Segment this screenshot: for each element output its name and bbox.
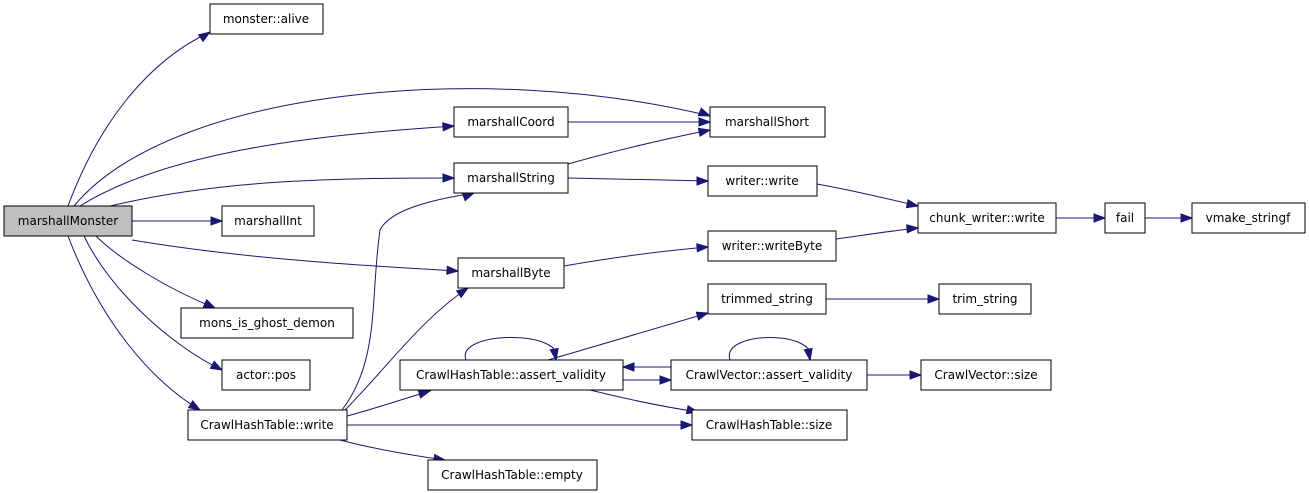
- node-label-chunk-writer-write: chunk_writer::write: [929, 211, 1045, 225]
- node-label-trim-string: trim_string: [952, 292, 1017, 306]
- node-label-writer-writeByte: writer::writeByte: [722, 239, 823, 253]
- node-label-actor-pos: actor::pos: [236, 368, 296, 382]
- nodes: marshallMonster monster::alive marshallS…: [3, 3, 1306, 491]
- edge-marshallMonster-marshallCoord: [79, 125, 455, 207]
- node-marshallInt[interactable]: marshallInt: [221, 205, 315, 237]
- edge-hashwrite-marshallByte-arrowhead: [455, 287, 470, 299]
- edge-marshallString-marshallShort-arrowhead: [697, 127, 712, 138]
- edge-marshallMonster-crawlhashtable-write-arrowhead: [187, 399, 202, 411]
- edge-marshallMonster-marshallString: [109, 177, 455, 207]
- edge-writer-write-chunk-writer-write: [816, 183, 919, 207]
- edge-marshallMonster-marshallShort: [73, 88, 711, 207]
- edge-writer-writeByte-chunk-writer-write: [835, 227, 919, 240]
- edge-marshallString-writer-write-arrowhead: [696, 176, 710, 186]
- edge-marshallMonster-mons-is-ghost-demon: [95, 235, 216, 309]
- edge-trimmed-string-trim-string-arrowhead: [927, 294, 941, 304]
- edge-writer-write-chunk-writer-write-arrowhead: [905, 198, 920, 209]
- node-marshallShort[interactable]: marshallShort: [709, 106, 826, 138]
- edge-marshallMonster-actor-pos-arrowhead: [209, 360, 224, 371]
- node-marshallByte[interactable]: marshallByte: [457, 257, 565, 289]
- node-crawlhashtable-assert-validity[interactable]: CrawlHashTable::assert_validity: [399, 359, 624, 391]
- node-label-writer-write: writer::write: [725, 174, 798, 188]
- node-writer-writeByte[interactable]: writer::writeByte: [707, 230, 837, 262]
- node-marshallMonster[interactable]: marshallMonster: [3, 205, 133, 237]
- edge-chunk-writer-write-fail-arrowhead: [1093, 213, 1107, 223]
- node-label-crawlhashtable-assert-validity: CrawlHashTable::assert_validity: [416, 368, 606, 382]
- node-label-marshallCoord: marshallCoord: [467, 115, 554, 129]
- node-writer-write[interactable]: writer::write: [707, 165, 818, 197]
- node-label-crawlhashtable-write: CrawlHashTable::write: [200, 418, 333, 432]
- edge-marshallMonster-mons-is-ghost-demon-arrowhead: [202, 298, 217, 309]
- node-label-crawlhashtable-size: CrawlHashTable::size: [706, 418, 832, 432]
- edges: [67, 31, 1192, 461]
- node-label-fail: fail: [1116, 211, 1134, 225]
- node-chunk-writer-write[interactable]: chunk_writer::write: [917, 202, 1057, 234]
- edge-hash-assert-trimmed-string-arrowhead: [695, 311, 710, 321]
- edge-marshallString-marshallShort: [567, 129, 711, 165]
- node-vmake-stringf[interactable]: vmake_stringf: [1191, 202, 1306, 234]
- edge-hash-assert-crawlhashtable-size: [589, 389, 699, 413]
- edge-marshallMonster-crawlhashtable-write: [67, 235, 201, 411]
- node-crawlvector-size[interactable]: CrawlVector::size: [920, 359, 1052, 391]
- node-monster-alive[interactable]: monster::alive: [209, 3, 324, 35]
- node-crawlhashtable-write[interactable]: CrawlHashTable::write: [187, 409, 348, 441]
- edge-fail-vmake-stringf-arrowhead: [1180, 213, 1194, 223]
- edge-marshallCoord-marshallShort-arrowhead: [698, 117, 712, 127]
- node-label-crawlvector-assert-validity: CrawlVector::assert_validity: [686, 368, 853, 382]
- node-fail[interactable]: fail: [1104, 202, 1146, 234]
- node-crawlhashtable-size[interactable]: CrawlHashTable::size: [691, 409, 848, 441]
- node-label-crawlvector-size: CrawlVector::size: [934, 368, 1037, 382]
- edge-marshallMonster-marshallCoord-arrowhead: [442, 122, 456, 132]
- node-label-marshallInt: marshallInt: [234, 214, 302, 228]
- edge-hash-assert-trimmed-string: [547, 312, 709, 361]
- edge-hash-assert-self-loop-arrowhead: [549, 347, 559, 362]
- node-trimmed-string[interactable]: trimmed_string: [707, 283, 827, 315]
- edge-marshallMonster-marshallByte-arrowhead: [446, 265, 460, 275]
- edge-marshallMonster-marshallString-arrowhead: [442, 173, 456, 183]
- edge-hashwrite-marshallByte: [344, 287, 469, 411]
- node-crawlhashtable-empty[interactable]: CrawlHashTable::empty: [427, 459, 598, 491]
- node-label-crawlhashtable-empty: CrawlHashTable::empty: [441, 468, 583, 482]
- edge-hashwrite-crawlhashtable-empty: [339, 439, 446, 461]
- node-crawlvector-assert-validity[interactable]: CrawlVector::assert_validity: [670, 359, 868, 391]
- edge-marshallMonster-actor-pos: [83, 235, 223, 371]
- node-marshallCoord[interactable]: marshallCoord: [453, 106, 569, 138]
- edge-hashwrite-hash-assert-arrowhead: [417, 389, 432, 399]
- edge-crawlvector-assert-crawlvector-size-arrowhead: [909, 370, 923, 380]
- node-mons-is-ghost-demon[interactable]: mons_is_ghost_demon: [180, 307, 354, 339]
- edge-hashwrite-marshallString-arrowhead: [461, 192, 476, 202]
- node-label-marshallShort: marshallShort: [725, 115, 809, 129]
- node-label-trimmed-string: trimmed_string: [721, 292, 813, 306]
- edge-crawlvector-assert-hash-assert-arrowhead: [621, 362, 635, 372]
- node-trim-string[interactable]: trim_string: [938, 283, 1032, 315]
- edge-marshallByte-writer-writeByte-arrowhead: [696, 243, 710, 253]
- edge-hash-assert-self-loop: [464, 337, 558, 361]
- edge-hash-assert-crawlvector-assert-arrowhead: [659, 375, 673, 385]
- node-label-vmake-stringf: vmake_stringf: [1206, 211, 1291, 225]
- edge-crawlvector-assert-self-loop-arrowhead: [803, 347, 813, 362]
- node-label-marshallByte: marshallByte: [471, 266, 550, 280]
- edge-hashwrite-crawlhashtable-size-arrowhead: [680, 420, 694, 430]
- edge-crawlvector-assert-self-loop: [729, 337, 811, 361]
- edge-writer-writeByte-chunk-writer-write-arrowhead: [906, 224, 920, 234]
- node-label-marshallMonster: marshallMonster: [18, 214, 118, 228]
- edge-marshallMonster-monster-alive: [67, 31, 211, 207]
- edge-marshallMonster-marshallByte: [131, 239, 459, 272]
- edge-marshallByte-writer-writeByte: [563, 246, 709, 267]
- edge-marshallString-writer-write: [567, 177, 709, 182]
- node-label-mons-is-ghost-demon: mons_is_ghost_demon: [199, 316, 335, 330]
- node-marshallString[interactable]: marshallString: [453, 162, 569, 194]
- node-actor-pos[interactable]: actor::pos: [221, 359, 311, 391]
- edge-marshallMonster-marshallShort-arrowhead: [697, 107, 712, 117]
- edge-marshallMonster-marshallInt-arrowhead: [210, 216, 224, 226]
- node-label-monster-alive: monster::alive: [223, 12, 309, 26]
- node-label-marshallString: marshallString: [467, 171, 555, 185]
- edge-marshallMonster-monster-alive-arrowhead: [197, 31, 212, 43]
- edge-hashwrite-marshallString: [341, 192, 475, 411]
